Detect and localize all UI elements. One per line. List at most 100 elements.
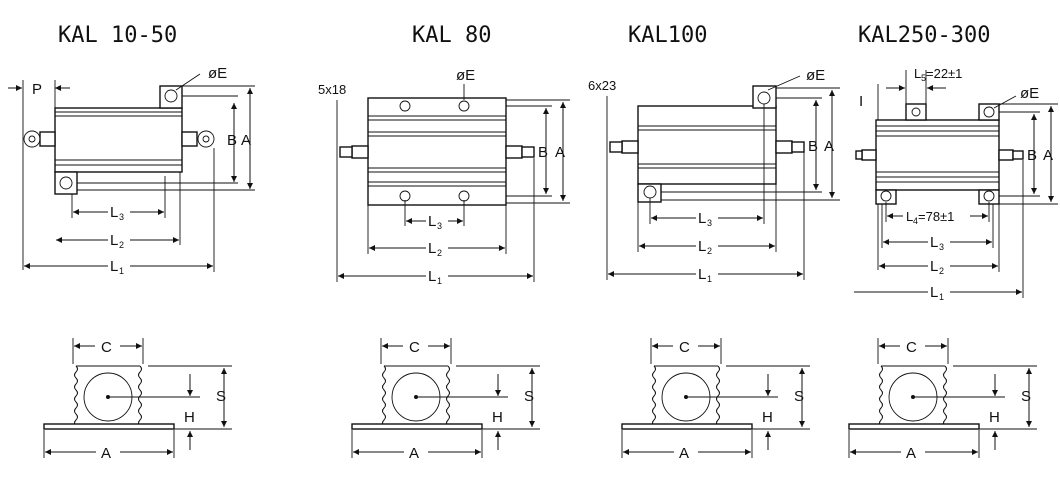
mount-hole-icon <box>983 190 995 202</box>
model-title-kal10-50: KAL 10-50 <box>58 23 177 48</box>
mount-hole-icon <box>399 100 411 112</box>
top-view-kal250-300: I L 5 =22±1 øE <box>854 66 1058 302</box>
c-label: C <box>906 339 917 356</box>
terminal-right <box>181 131 198 147</box>
fin-profile-left <box>74 365 78 427</box>
terminal-eye-inner <box>28 135 36 143</box>
top-view-kal80: 5x18 øE B A L <box>318 67 570 286</box>
l3-subscript: 3 <box>939 242 944 252</box>
i-label: I <box>859 93 863 110</box>
leader-line <box>993 95 1017 109</box>
base-plate <box>621 423 753 430</box>
side-view: C S H A <box>351 338 540 462</box>
b-label: B <box>1027 147 1037 164</box>
s-label: S <box>216 388 226 405</box>
fin-profile-left <box>879 365 883 427</box>
l3-subscript: 3 <box>707 218 712 228</box>
mount-hole-icon <box>59 176 73 190</box>
mounting-tab-top <box>752 85 777 109</box>
mounting-tab-bottom <box>637 183 662 203</box>
terminal-eye-icon <box>197 130 215 148</box>
a-label: A <box>906 445 916 462</box>
b-label: B <box>227 132 237 149</box>
top-view-kal10-50: P øE B A L <box>8 65 255 276</box>
terminal-stud-left <box>609 141 623 153</box>
s-label: S <box>794 388 804 405</box>
thread-size-label: 6x23 <box>588 78 616 93</box>
leader-line <box>767 75 801 91</box>
b-label: B <box>808 138 818 155</box>
a-label: A <box>409 445 419 462</box>
h-label: H <box>184 409 195 426</box>
mount-hole-icon <box>164 89 178 103</box>
mounting-tab-top <box>159 85 183 109</box>
l3-label: L <box>930 234 938 251</box>
a-label: A <box>679 445 689 462</box>
fin-profile-right <box>716 365 720 427</box>
terminal-left <box>351 145 369 159</box>
hole-diameter-label: øE <box>208 65 227 82</box>
c-label: C <box>679 339 690 356</box>
side-view: C S H A <box>621 338 810 462</box>
terminal-stud-right <box>521 146 535 158</box>
resistor-body <box>875 119 1000 191</box>
h-label: H <box>492 409 503 426</box>
terminal-right <box>775 140 793 154</box>
fin-profile-right <box>446 365 450 427</box>
p-label: P <box>32 81 42 98</box>
l3-subscript: 3 <box>437 221 442 231</box>
hole-diameter-label: øE <box>806 67 825 84</box>
terminal-stud-left <box>339 146 353 158</box>
mounting-tab-bottom <box>54 171 78 195</box>
l1-label: L <box>428 268 436 285</box>
l1-label: L <box>110 258 118 275</box>
terminal-eye-inner <box>202 135 210 143</box>
model-title-kal100: KAL100 <box>628 23 707 48</box>
l3-label: L <box>428 213 436 230</box>
a-label: A <box>241 132 251 149</box>
l4-subscript: 4 <box>913 216 918 226</box>
mount-hole-icon <box>880 190 892 202</box>
terminal-stud-right <box>791 141 805 153</box>
l1-subscript: 1 <box>437 276 442 286</box>
terminal-right <box>998 149 1014 161</box>
terminal-left <box>621 140 639 154</box>
s-label: S <box>1021 388 1031 405</box>
terminal-eye-icon <box>23 130 41 148</box>
terminal-right <box>505 145 523 159</box>
mounting-tab-bottom-left <box>875 189 897 205</box>
thread-size-label: 5x18 <box>318 82 346 97</box>
c-label: C <box>101 339 112 356</box>
fin-profile-right <box>943 365 947 427</box>
a-label: A <box>1043 147 1053 164</box>
l3-label: L <box>698 210 706 227</box>
base-plate <box>351 423 483 430</box>
l2-subscript: 2 <box>939 266 944 276</box>
mounting-tab-bottom-right <box>978 189 1000 205</box>
model-title-kal80: KAL 80 <box>412 23 491 48</box>
l1-subscript: 1 <box>939 292 944 302</box>
l2-subscript: 2 <box>437 248 442 258</box>
c-label: C <box>409 339 420 356</box>
l5-label: L <box>914 66 921 81</box>
l2-subscript: 2 <box>707 246 712 256</box>
hole-diameter-label: øE <box>1020 85 1039 102</box>
l1-label: L <box>698 266 706 283</box>
base-plate <box>43 423 175 430</box>
fin-profile-left <box>382 365 386 427</box>
b-label: B <box>538 144 548 161</box>
l5-value: =22±1 <box>926 66 962 81</box>
model-title-kal250-300: KAL250-300 <box>858 23 990 48</box>
a-label: A <box>824 138 834 155</box>
mount-hole-icon <box>911 107 921 117</box>
terminal-left <box>861 149 877 161</box>
l5-subscript: 5 <box>921 73 926 83</box>
l2-label: L <box>698 238 706 255</box>
h-label: H <box>762 409 773 426</box>
resistor-body <box>637 105 777 185</box>
s-label: S <box>524 388 534 405</box>
